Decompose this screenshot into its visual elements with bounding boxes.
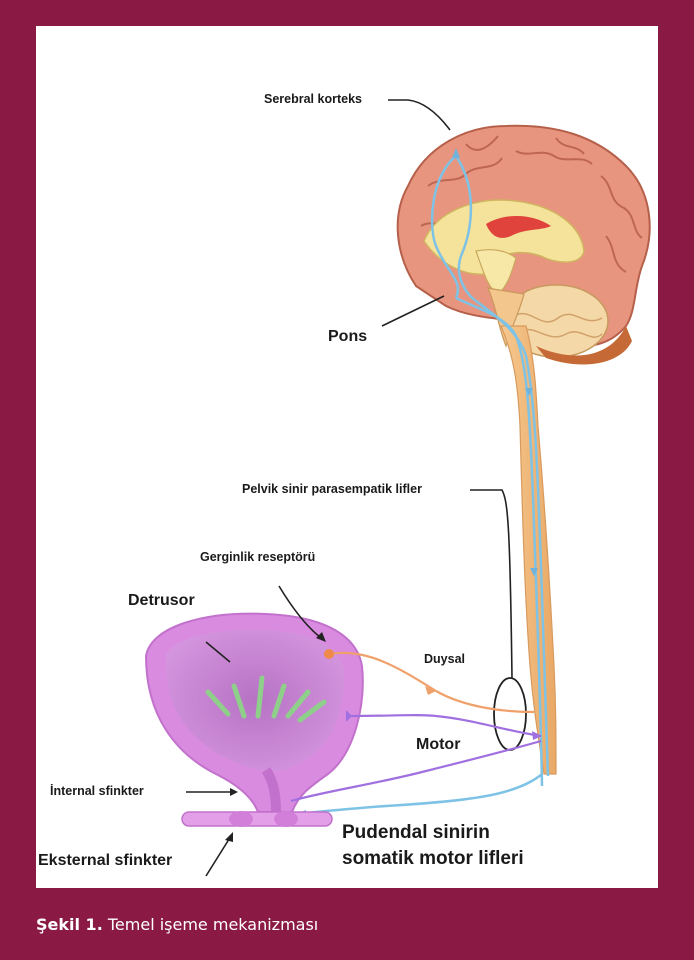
stretch-receptor-label: Gerginlik reseptörü (200, 550, 315, 564)
pudendal-label-line1: Pudendal sinirin (342, 822, 490, 844)
figure-caption: Şekil 1. Temel işeme mekanizması (36, 915, 318, 934)
motor-label: Motor (416, 736, 460, 754)
caption-text: Temel işeme mekanizması (108, 915, 318, 934)
sensory-label: Duysal (424, 652, 465, 666)
external-sphincter-label: Eksternal sfinkter (38, 852, 172, 870)
pudendal-label-line2: somatik motor lifleri (342, 848, 524, 870)
cerebral-cortex-label: Serebral korteks (264, 92, 362, 106)
caption-number: Şekil 1. (36, 915, 103, 934)
pons-label: Pons (328, 328, 367, 346)
micturition-diagram (36, 26, 658, 888)
figure-panel: Serebral korteks Pons Pelvik sinir paras… (36, 26, 658, 888)
internal-sphincter-label: İnternal sfinkter (50, 784, 144, 798)
pelvic-nerve-label: Pelvik sinir parasempatik lifler (242, 482, 422, 496)
bladder-illustration (146, 614, 363, 827)
pelvic-nerve-ellipse (494, 678, 526, 750)
detrusor-label: Detrusor (128, 592, 195, 610)
